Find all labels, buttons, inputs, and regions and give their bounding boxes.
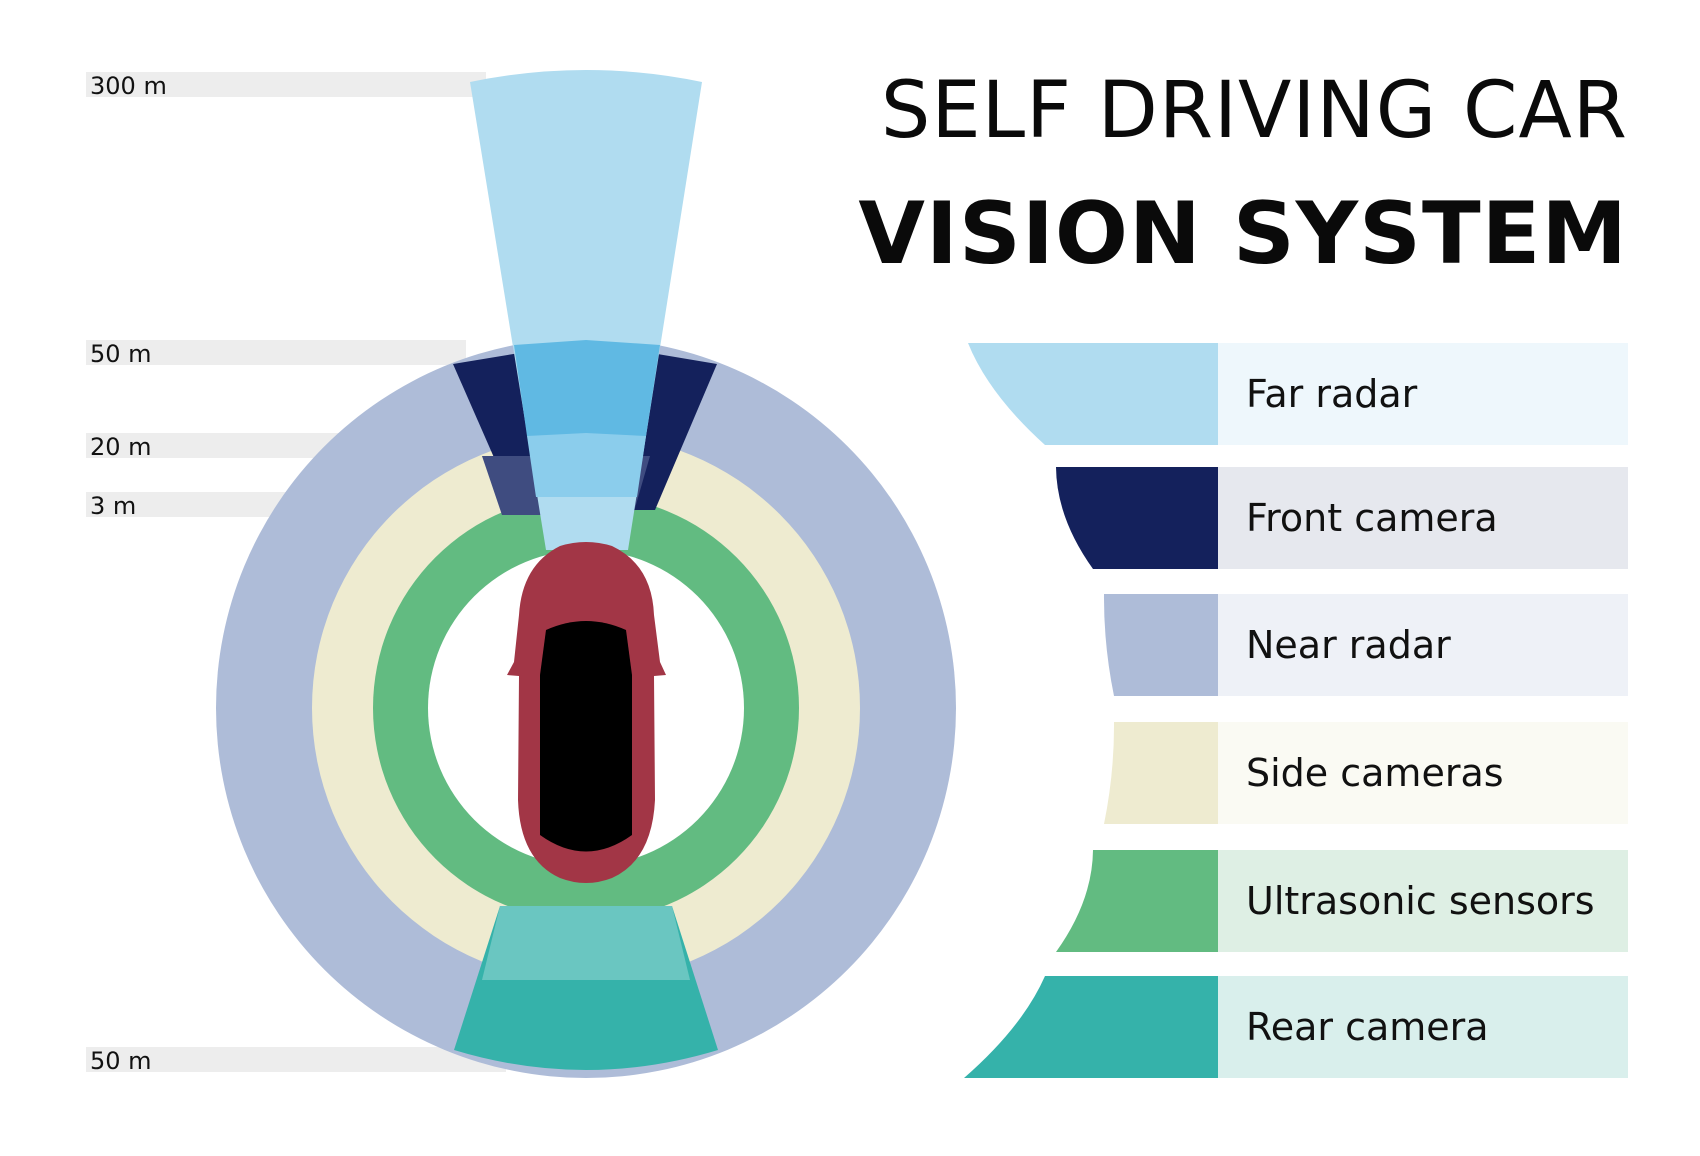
- legend-swatch-near-radar: [1103, 594, 1218, 696]
- rear-camera-side-overlap: [482, 906, 690, 980]
- legend-label-rear-camera: Rear camera: [1246, 1005, 1489, 1049]
- legend-row-bg-rear-camera: [1218, 976, 1628, 1078]
- distance-markers: 300 m 50 m 20 m 3 m 50 m: [86, 72, 506, 1075]
- marker-label-50m-rear: 50 m: [90, 1047, 152, 1075]
- title-line-2: VISION SYSTEM: [858, 184, 1628, 284]
- legend-swatch-front-camera: [1056, 467, 1218, 569]
- marker-label-50m-front: 50 m: [90, 340, 152, 368]
- marker-band-300m: [86, 72, 486, 97]
- marker-label-3m: 3 m: [90, 492, 136, 520]
- legend-row-bg-ultrasonic-sensors: [1218, 850, 1628, 952]
- marker-band-50m-rear: [86, 1047, 506, 1072]
- legend-swatch-rear-camera: [964, 976, 1218, 1078]
- legend-label-far-radar: Far radar: [1246, 372, 1418, 416]
- legend-swatch-side-cameras: [1104, 722, 1218, 824]
- legend-label-side-cameras: Side cameras: [1246, 751, 1504, 795]
- legend-label-near-radar: Near radar: [1246, 623, 1451, 667]
- legend-label-ultrasonic-sensors: Ultrasonic sensors: [1246, 879, 1595, 923]
- marker-band-50m-front: [86, 340, 466, 365]
- legend-row-bg-near-radar: [1218, 594, 1628, 696]
- far-radar-near-overlap: [514, 340, 660, 436]
- marker-band-3m: [86, 492, 296, 517]
- legend-swatch-far-radar: [968, 343, 1218, 445]
- legend-row-bg-front-camera: [1218, 467, 1628, 569]
- legend-row-bg-side-cameras: [1218, 722, 1628, 824]
- car-glass-roof: [540, 621, 632, 852]
- legend-swatch-ultrasonic-sensors: [1056, 850, 1218, 952]
- marker-label-300m: 300 m: [90, 72, 167, 100]
- legend-label-front-camera: Front camera: [1246, 496, 1498, 540]
- marker-label-20m: 20 m: [90, 433, 152, 461]
- car-top-view-icon: [507, 542, 666, 883]
- title-line-1: SELF DRIVING CAR: [881, 66, 1628, 156]
- legend-row-bg-far-radar: [1218, 343, 1628, 445]
- far-radar-side-overlap: [527, 433, 646, 497]
